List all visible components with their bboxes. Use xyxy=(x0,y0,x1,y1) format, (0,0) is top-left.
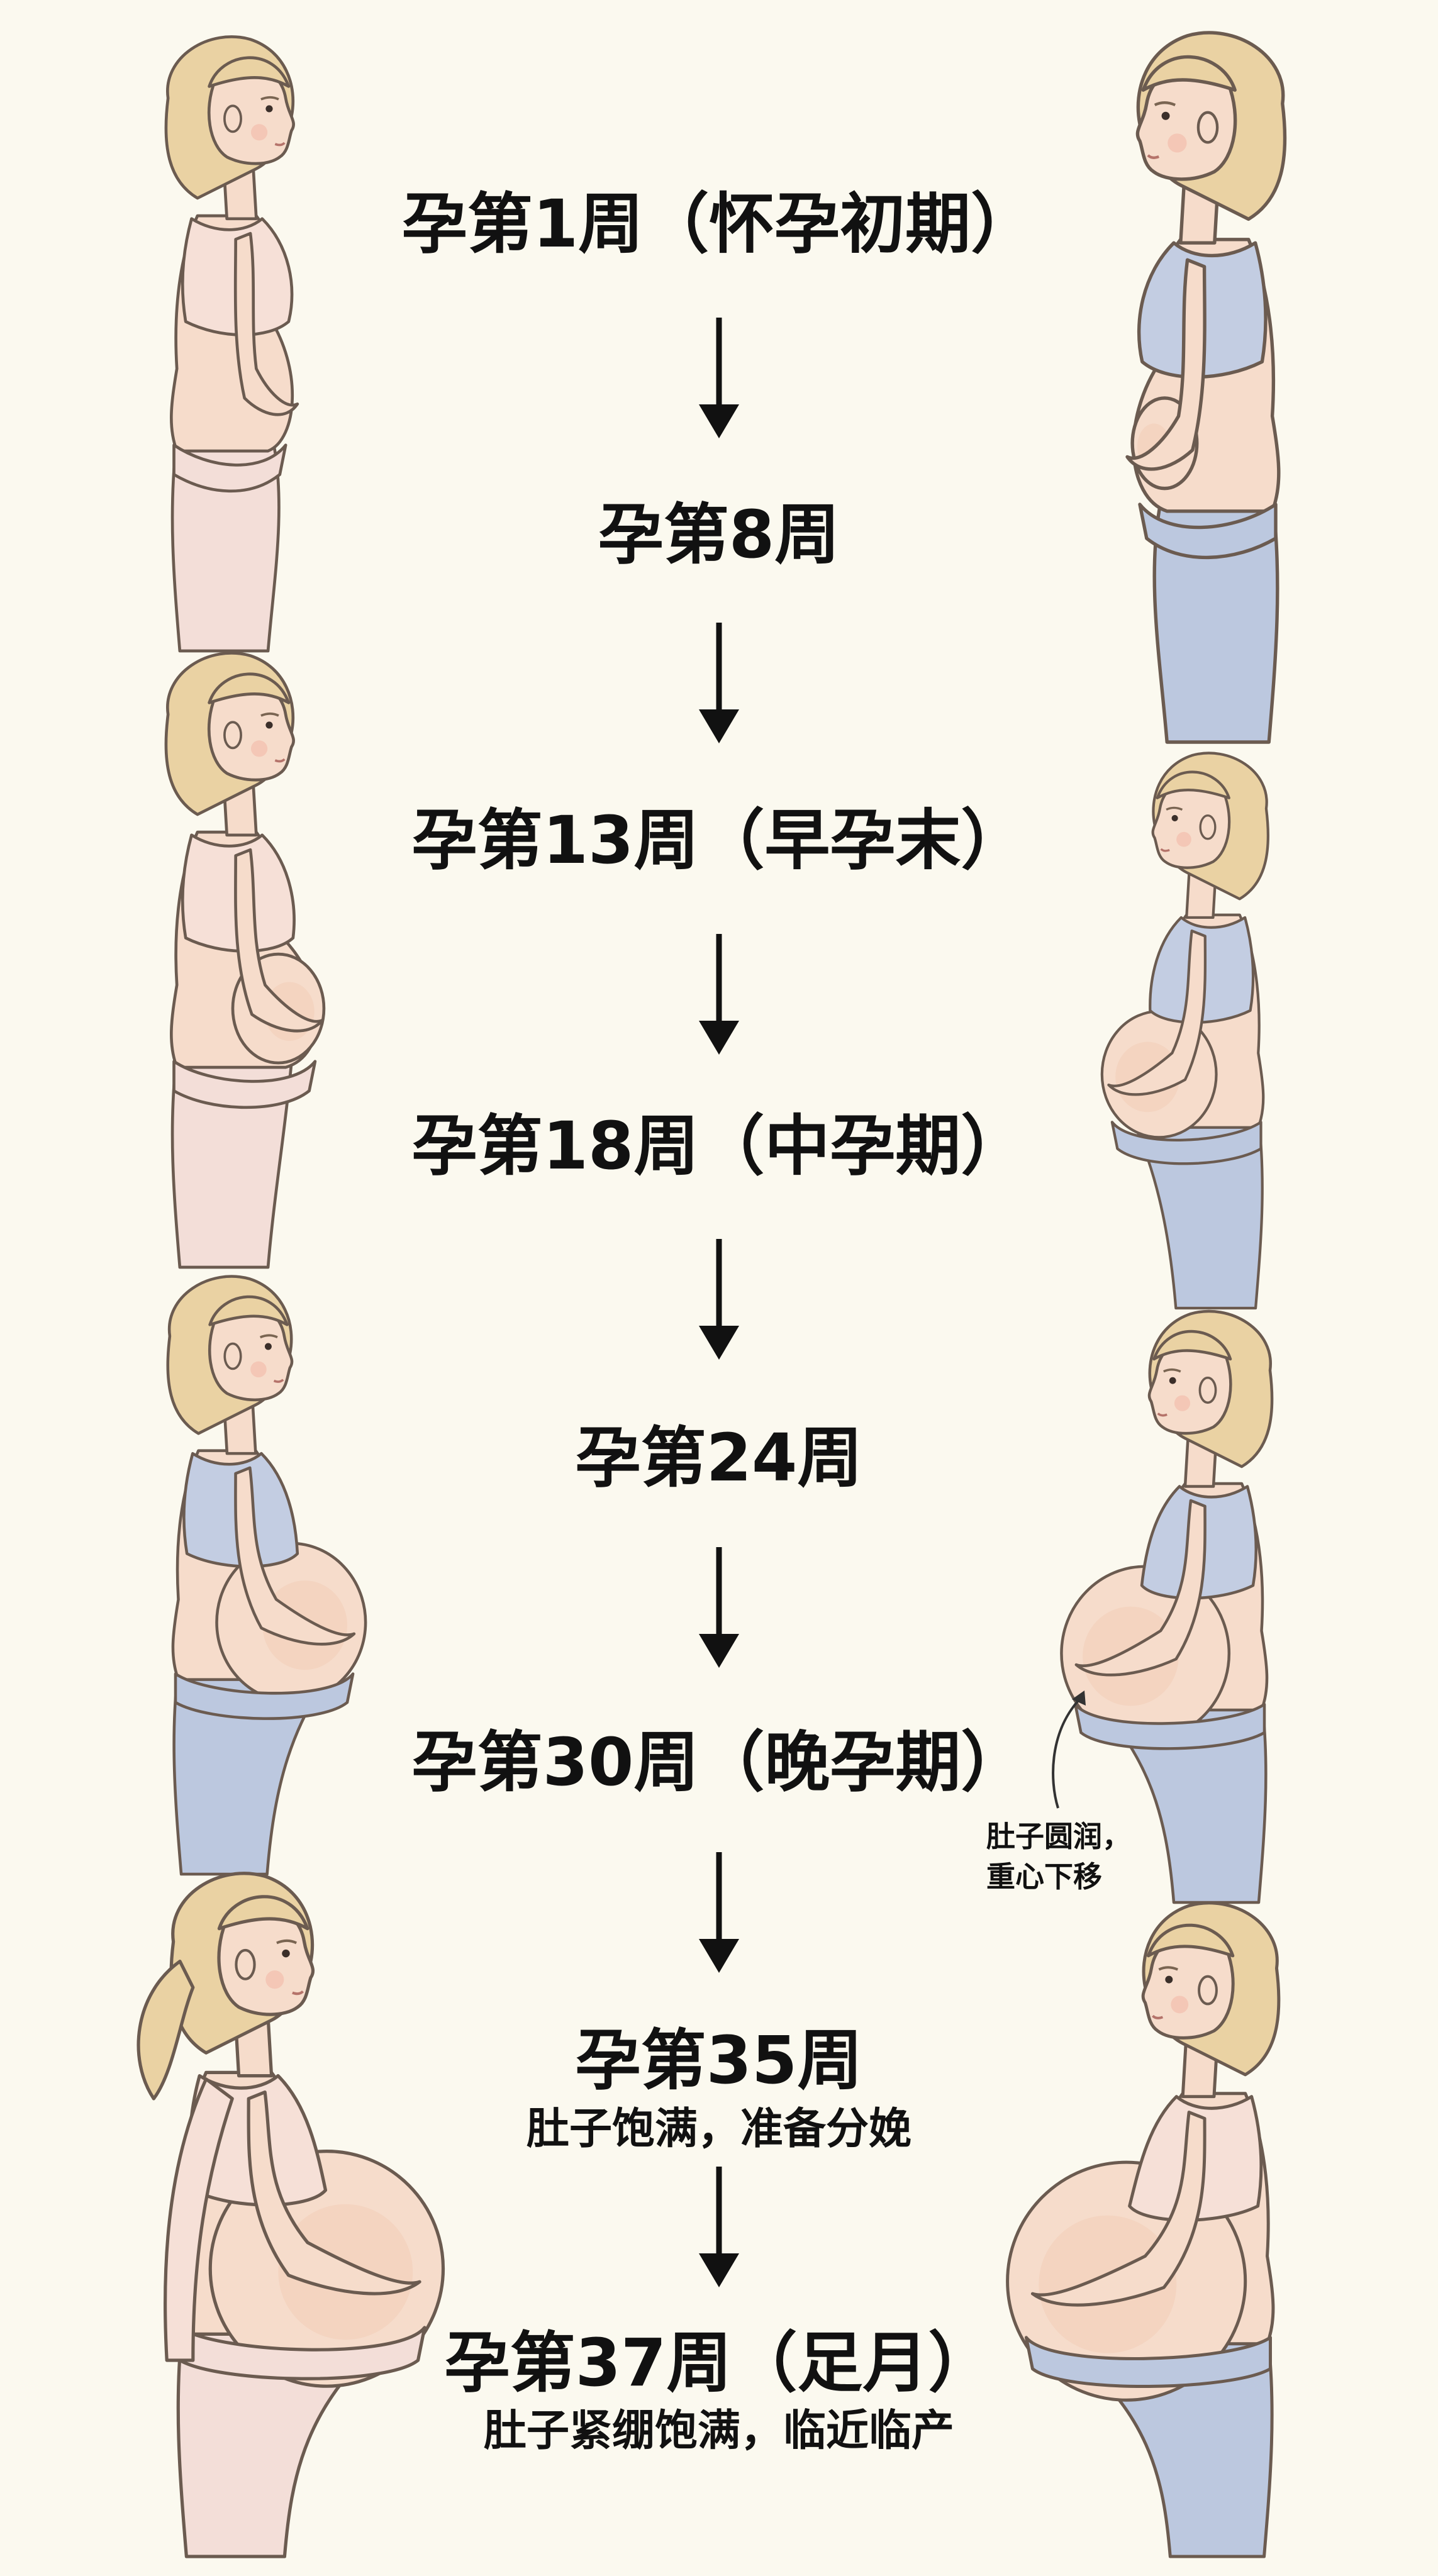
belly-annotation: 肚子圆润， 重心下移 xyxy=(986,1816,1137,1897)
annotation-curved-arrow-icon xyxy=(1052,1690,1086,1809)
stage-label-week-35: 孕第35周 xyxy=(575,2022,863,2099)
down-arrow-icon xyxy=(699,1239,739,1360)
figure-right-2 xyxy=(1125,31,1287,744)
stage-subtitle-week-35: 肚子饱满，准备分娩 xyxy=(526,2104,911,2154)
down-arrow-icon xyxy=(699,934,739,1055)
stage-label-week-1: 孕第1周（怀孕初期） xyxy=(401,186,1037,262)
belly-annotation-line-2: 重心下移 xyxy=(986,1860,1102,1894)
figure-left-7 xyxy=(137,1872,445,2558)
figure-right-8 xyxy=(1006,1901,1281,2558)
stage-label-week-13: 孕第13周（早孕末） xyxy=(411,802,1027,879)
down-arrow-icon xyxy=(699,318,739,438)
stage-label-week-24: 孕第24周 xyxy=(575,1419,863,1496)
down-arrow-icon xyxy=(699,1547,739,1668)
figure-right-4 xyxy=(1100,752,1270,1310)
figure-right-6 xyxy=(1060,1309,1274,1904)
figure-left-5 xyxy=(166,1275,367,1876)
stage-label-week-30: 孕第30周（晚孕期） xyxy=(411,1724,1027,1801)
down-arrow-icon xyxy=(699,2167,739,2287)
stage-label-week-8: 孕第8周 xyxy=(598,496,840,573)
figure-left-1 xyxy=(164,35,299,653)
figure-left-3 xyxy=(164,652,326,1269)
stage-subtitle-week-37: 肚子紧绷饱满，临近临产 xyxy=(483,2406,954,2456)
stage-label-week-18: 孕第18周（中孕期） xyxy=(411,1108,1027,1184)
belly-annotation-line-1: 肚子圆润， xyxy=(986,1819,1131,1853)
stage-label-week-37: 孕第37周（足月） xyxy=(444,2324,994,2401)
down-arrow-icon xyxy=(699,623,739,743)
down-arrow-icon xyxy=(699,1852,739,1973)
